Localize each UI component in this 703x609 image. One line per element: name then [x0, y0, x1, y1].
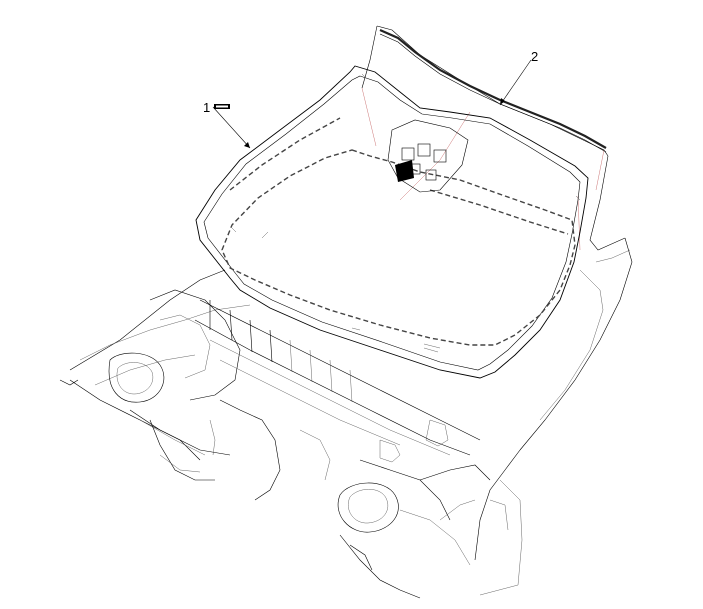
clip-icon	[214, 104, 230, 109]
callout-1-label: 1	[203, 100, 211, 115]
windshield-glass	[195, 65, 589, 379]
guide-lines	[361, 87, 605, 251]
leader-lines	[212, 59, 532, 149]
callout-2-label: 2	[531, 49, 539, 64]
vehicle-body	[59, 25, 633, 599]
roof-seal-molding	[379, 28, 607, 153]
